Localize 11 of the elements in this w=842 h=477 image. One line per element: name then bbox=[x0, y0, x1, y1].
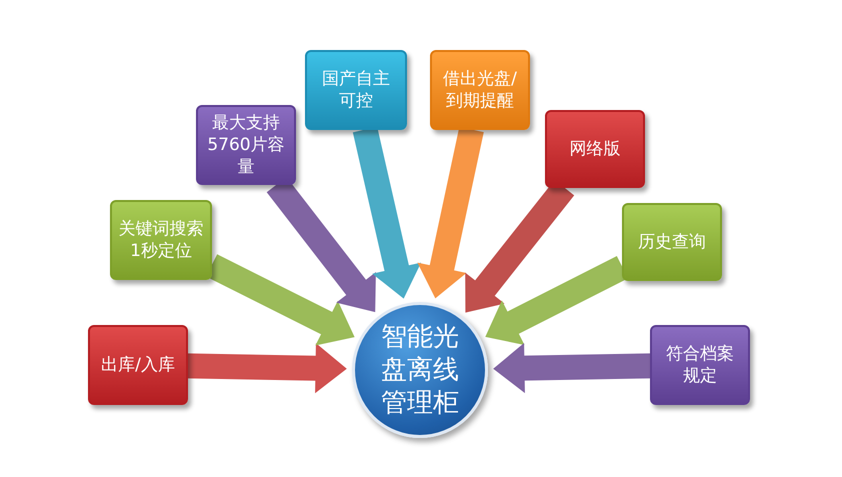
feature-box: 符合档案规定 bbox=[650, 325, 750, 405]
feature-box: 网络版 bbox=[545, 110, 645, 188]
feature-box: 关键词搜索 1秒定位 bbox=[110, 200, 212, 280]
block-arrow bbox=[187, 343, 347, 394]
feature-box: 借出光盘/到期提醒 bbox=[430, 50, 530, 130]
block-arrow bbox=[493, 343, 651, 394]
hub-circle: 智能光盘离线管理柜 bbox=[352, 302, 488, 438]
feature-box: 历史查询 bbox=[622, 203, 722, 281]
feature-box: 国产自主可控 bbox=[305, 50, 407, 130]
feature-box: 最大支持5760片容量 bbox=[196, 105, 296, 185]
feature-box: 出库/入库 bbox=[88, 325, 188, 405]
